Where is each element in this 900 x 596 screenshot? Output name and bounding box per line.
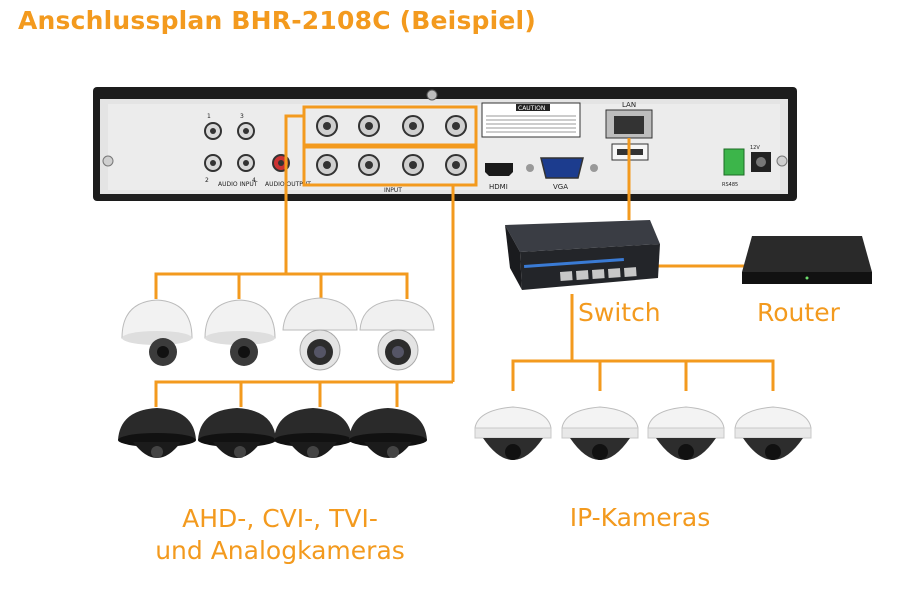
analog-cameras-label: AHD-, CVI-, TVI- und Analogkameras — [130, 503, 430, 567]
audio-num-2: 2 — [205, 177, 209, 184]
bnc-port — [402, 154, 424, 176]
page-title: Anschlussplan BHR-2108C (Beispiel) — [18, 6, 536, 35]
vga-label: VGA — [553, 183, 568, 191]
bnc-port — [445, 154, 467, 176]
power-label: 12V — [750, 145, 760, 151]
audio-input-ports — [204, 122, 255, 172]
bnc-port — [358, 115, 380, 137]
camera-white-dome-2 — [204, 299, 276, 366]
camera-white-dome-3 — [282, 297, 358, 371]
camera-ip-dome-1 — [474, 406, 552, 460]
rs485-label: RS485 — [722, 182, 738, 188]
bnc-port — [402, 115, 424, 137]
camera-black-dome-4 — [349, 408, 427, 458]
camera-white-dome-1 — [121, 299, 193, 366]
network-switch — [505, 220, 660, 290]
caution-label: CAUTION — [518, 105, 545, 112]
connection-lines — [154, 114, 775, 407]
camera-ip-dome-2 — [561, 406, 639, 460]
router-label: Router — [757, 298, 840, 327]
hdmi-label: HDMI — [489, 183, 508, 191]
bnc-inputs — [316, 115, 467, 176]
bnc-port — [358, 154, 380, 176]
bnc-port — [445, 115, 467, 137]
input-label: INPUT — [384, 187, 402, 194]
audio-input-label: AUDIO INPUT — [218, 181, 258, 188]
audio-output-label: AUDIO OUTPUT — [265, 181, 311, 188]
analog-cameras-label-line1: AHD-, CVI-, TVI- — [182, 504, 378, 533]
audio-num-1: 1 — [207, 113, 211, 120]
dvr-recorder: 1 3 2 4 AUDIO INPUT AUDIO OUTPUT IN — [93, 87, 797, 201]
switch-label: Switch — [578, 298, 661, 327]
camera-black-dome-1 — [118, 408, 196, 458]
rs485-terminal — [723, 148, 745, 176]
camera-white-dome-4 — [359, 299, 435, 371]
lan-label: LAN — [622, 101, 636, 109]
analog-cameras-label-line2: und Analogkameras — [155, 536, 405, 565]
camera-ip-dome-4 — [734, 406, 812, 460]
bnc-port — [316, 154, 338, 176]
bnc-bottom-row-frame — [302, 145, 478, 187]
hdmi-port — [485, 163, 513, 176]
vga-port — [540, 157, 584, 179]
bnc-port — [316, 115, 338, 137]
bnc-top-row-frame — [302, 105, 478, 147]
ip-cameras-label: IP-Kameras — [569, 503, 711, 532]
router — [742, 236, 872, 284]
camera-black-dome-2 — [198, 408, 276, 458]
camera-ip-dome-3 — [647, 406, 725, 460]
audio-num-3: 3 — [240, 113, 244, 120]
camera-black-dome-3 — [274, 408, 352, 458]
audio-num-4: 4 — [252, 177, 256, 184]
